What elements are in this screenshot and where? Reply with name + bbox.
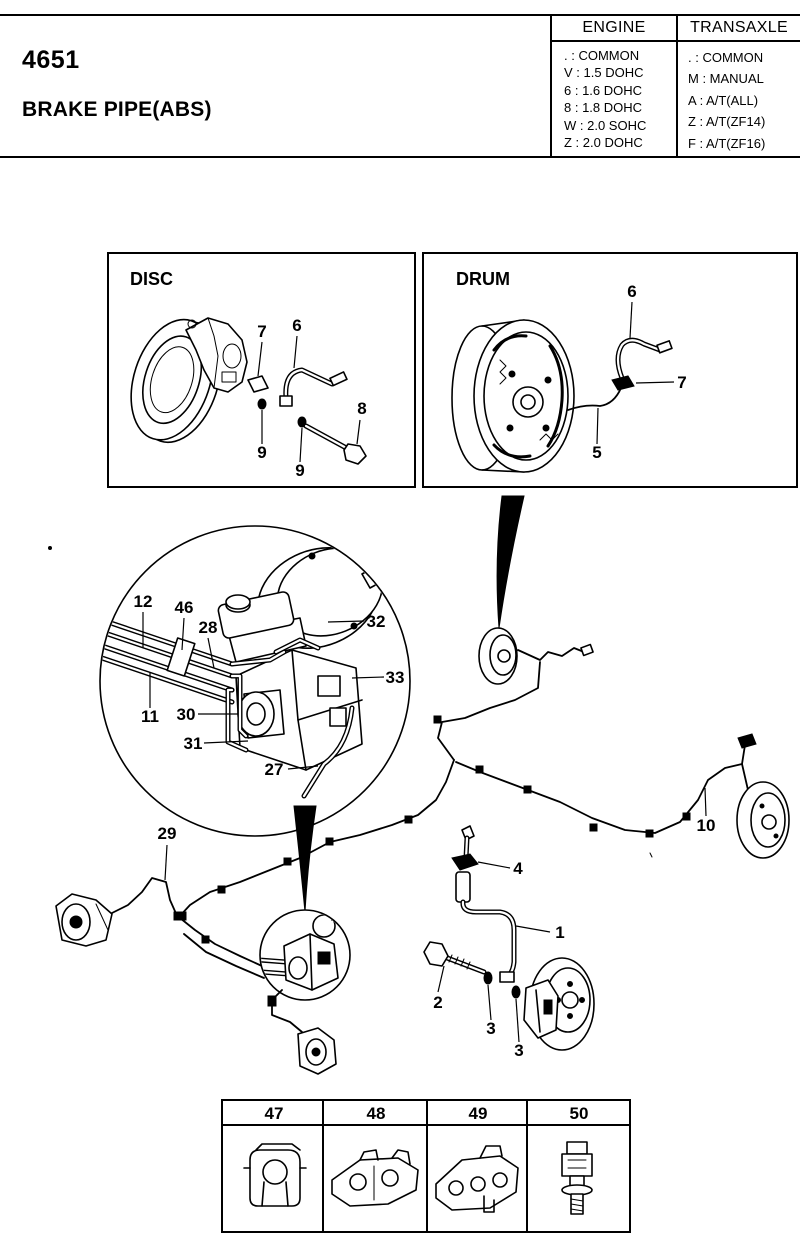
variant-legend: ENGINE . : COMMON V : 1.5 DOHC 6 : 1.6 D… (550, 16, 800, 156)
engine-row: V : 1.5 DOHC (564, 65, 644, 81)
callout-10: 10 (697, 816, 716, 835)
transaxle-heading: TRANSAXLE (678, 16, 800, 42)
callout-5: 5 (592, 443, 601, 462)
callout-46: 46 (175, 598, 194, 617)
drum-inset-frame (422, 252, 798, 488)
clip-table: 47 48 49 50 (221, 1099, 631, 1233)
callout-1: 1 (555, 923, 564, 942)
callout-33: 33 (386, 668, 405, 687)
callout-8: 8 (357, 399, 366, 418)
hose-bracket (247, 375, 269, 393)
transaxle-legend: TRANSAXLE . : COMMON M : MANUAL A : A/T(… (678, 16, 800, 156)
callout-9: 9 (257, 443, 266, 462)
engine-row: . : COMMON (564, 48, 640, 63)
callout-30: 30 (177, 705, 196, 724)
washer (511, 985, 521, 999)
header-bottom-rule (0, 156, 800, 158)
drum-inset: DRUM (422, 252, 798, 488)
part-48-heading: 48 (367, 1104, 386, 1123)
callout-32: 32 (367, 612, 386, 631)
transaxle-row: Z : A/T(ZF14) (688, 114, 766, 130)
abs-unit-detail: 12 46 28 32 33 11 30 31 27 (99, 525, 411, 837)
engine-row: 8 : 1.8 DOHC (564, 100, 643, 116)
disc-label: DISC (130, 269, 173, 289)
front-caliper (523, 979, 559, 1039)
callout-2: 2 (433, 993, 442, 1012)
abs-unit-location (259, 909, 351, 1001)
clip-47 (243, 1143, 307, 1207)
disc-caliper (185, 317, 248, 393)
clip-50 (561, 1141, 593, 1215)
callout-12: 12 (134, 592, 153, 611)
part-47-heading: 47 (265, 1104, 284, 1123)
washer (257, 398, 267, 410)
disc-brake-hose (279, 367, 348, 407)
callout-11: 11 (141, 707, 159, 726)
transaxle-row: . : COMMON (688, 50, 764, 65)
rear-right-drum (736, 781, 790, 859)
hose-bracket (451, 853, 479, 871)
callout-3: 3 (514, 1041, 523, 1060)
washer (483, 971, 493, 985)
detail-pointer (496, 495, 525, 629)
pipe-clip (166, 637, 196, 677)
drum-label: DRUM (456, 269, 510, 289)
callout-6: 6 (627, 282, 636, 301)
transaxle-row: A : A/T(ALL) (688, 92, 759, 108)
callout-3: 3 (486, 1019, 495, 1038)
hose-bracket (611, 375, 635, 391)
engine-row: 6 : 1.6 DOHC (564, 82, 643, 98)
banjo-bolt (303, 423, 367, 465)
callout-29: 29 (158, 824, 177, 843)
callout-31: 31 (184, 734, 203, 753)
drum-brake-hose (615, 337, 673, 381)
front-right-hub (297, 1027, 337, 1075)
disc-inset-frame (107, 252, 416, 488)
engine-row: Z : 2.0 DOHC (564, 135, 643, 151)
drum-brake (451, 319, 575, 473)
part-group-number: 4651 (22, 46, 80, 74)
transaxle-row: M : MANUAL (688, 71, 764, 87)
clip-49 (435, 1145, 519, 1213)
part-49-heading: 49 (469, 1104, 488, 1123)
page-title: BRAKE PIPE(ABS) (22, 98, 212, 121)
callout-7: 7 (677, 373, 686, 392)
callout-28: 28 (199, 618, 218, 637)
callout-4: 4 (513, 859, 523, 878)
banjo-bolt (423, 941, 487, 975)
clip-48 (331, 1149, 419, 1207)
callout-6: 6 (292, 316, 301, 335)
callout-7: 7 (257, 322, 266, 341)
drum-brake-pipe (567, 387, 622, 411)
rear-left-drum (478, 627, 518, 685)
callout-27: 27 (265, 760, 284, 779)
engine-legend: ENGINE . : COMMON V : 1.5 DOHC 6 : 1.6 D… (552, 16, 678, 156)
engine-row: W : 2.0 SOHC (564, 117, 647, 133)
header-top-rule (0, 14, 800, 16)
engine-heading: ENGINE (552, 16, 676, 42)
callout-9: 9 (295, 461, 304, 480)
disc-inset: DISC (107, 252, 416, 488)
part-50-heading: 50 (570, 1104, 589, 1123)
transaxle-row: F : A/T(ZF16) (688, 135, 766, 151)
front-left-hub (55, 893, 113, 947)
pipe-layout: 29 10 4 1 2 3 3 (48, 546, 790, 1075)
front-brake-hose-assembly (423, 825, 595, 1051)
